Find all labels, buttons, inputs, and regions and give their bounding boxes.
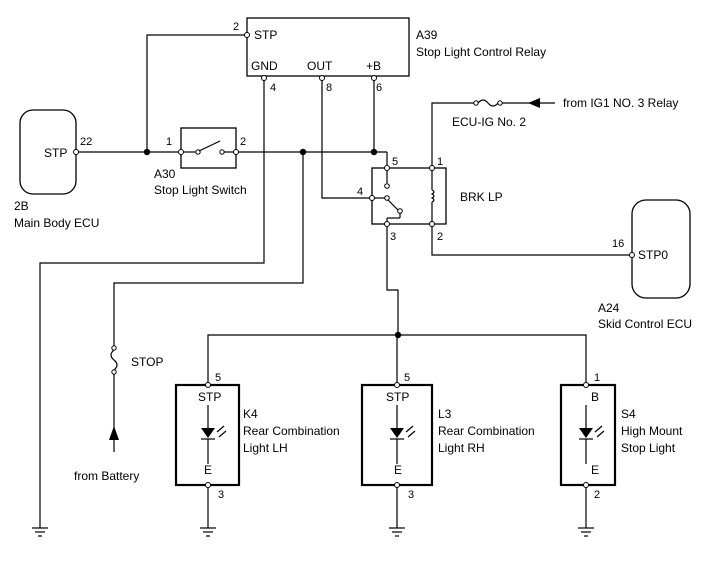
lamp-l3-bottom-pin: 3 xyxy=(408,489,414,501)
ecu-2b-name: Main Body ECU xyxy=(14,216,99,230)
lamp-s4-code: S4 xyxy=(621,407,636,421)
brk-lp-pin1: 1 xyxy=(437,156,443,168)
ecu-2b-pin-label: STP xyxy=(44,146,67,160)
lamp-s4-bottom-label: E xyxy=(591,463,599,477)
ecu-a24-name: Skid Control ECU xyxy=(598,317,692,331)
lamp-k4-bottom-pin: 3 xyxy=(218,489,224,501)
brk-lp-pin2: 2 xyxy=(437,231,443,243)
lamp-k4-bottom-label: E xyxy=(204,463,212,477)
ground-icon-main xyxy=(32,527,48,537)
stop-fuse-label: STOP xyxy=(131,355,163,369)
ground-icon-l3 xyxy=(389,527,405,537)
switch-contact-icon xyxy=(181,140,236,155)
relay-a39-gnd-label: GND xyxy=(251,59,278,73)
relay-a39-plus-b-label: +B xyxy=(366,59,381,73)
ecu-a24-pin-label: STP0 xyxy=(638,248,668,262)
lamp-s4-led-icon xyxy=(579,405,605,464)
lamp-s4-name-line1: High Mount xyxy=(621,424,683,438)
brk-lp-pin5: 5 xyxy=(392,156,398,168)
ecu-2b-code: 2B xyxy=(14,199,29,213)
lamp-l3-code: L3 xyxy=(438,407,452,421)
switch-a30-pin2: 2 xyxy=(240,136,246,148)
ecu-a24-box xyxy=(631,199,691,299)
relay-a39-box xyxy=(246,17,410,77)
relay-a39-stp-pin: 2 xyxy=(233,21,239,33)
lamp-s4-top-label: B xyxy=(591,390,599,404)
wires xyxy=(39,34,630,528)
relay-a39-stp-label: STP xyxy=(254,28,277,42)
brk-lp-box xyxy=(371,167,447,225)
lamp-k4-top-pin: 5 xyxy=(215,372,221,384)
relay-a39-gnd-pin: 4 xyxy=(270,82,276,94)
relay-a39-out-label: OUT xyxy=(307,59,333,73)
ecu-2b-pin-num: 22 xyxy=(80,136,92,148)
lamp-l3-name-line1: Rear Combination xyxy=(438,424,535,438)
relay-a39-out-pin: 8 xyxy=(326,82,332,94)
ig-fuse-label: ECU-IG No. 2 xyxy=(452,115,526,129)
lamp-s4-name-line2: Stop Light xyxy=(621,441,676,455)
lamp-l3-led-icon xyxy=(390,405,416,464)
ecu-a24-code: A24 xyxy=(598,301,620,315)
lamp-l3-top-label: STP xyxy=(386,390,409,404)
lamp-l3-top-pin: 5 xyxy=(404,372,410,384)
ground-icon-s4 xyxy=(578,527,594,537)
lamp-k4-code: K4 xyxy=(243,407,258,421)
ig-fuse-icon xyxy=(473,99,503,107)
brk-lp-label: BRK LP xyxy=(460,190,503,204)
switch-a30-code: A30 xyxy=(154,167,176,181)
switch-a30-pin1: 1 xyxy=(166,136,172,148)
junction-dots xyxy=(143,148,402,339)
ground-icon-k4 xyxy=(200,527,216,537)
terminal-circles xyxy=(73,32,635,488)
ig-supply-arrow-icon xyxy=(502,98,555,108)
ecu-a24-pin-num: 16 xyxy=(612,238,624,250)
lamp-l3-name-line2: Light RH xyxy=(438,441,485,455)
switch-a30-name: Stop Light Switch xyxy=(154,183,247,197)
brk-lp-pin3: 3 xyxy=(390,231,396,243)
lamp-k4-name-line1: Rear Combination xyxy=(243,424,340,438)
lamp-k4-name-line2: Light LH xyxy=(243,441,288,455)
brk-lp-coil-icon xyxy=(430,168,435,224)
lamp-s4-bottom-pin: 2 xyxy=(594,489,600,501)
switch-a30-box xyxy=(180,127,237,169)
relay-a39-code: A39 xyxy=(416,28,438,42)
lamp-l3-bottom-label: E xyxy=(394,463,402,477)
lamp-s4-top-pin: 1 xyxy=(594,372,600,384)
ig-source-label: from IG1 NO. 3 Relay xyxy=(563,96,678,110)
stop-fuse-icon xyxy=(110,345,118,375)
battery-source-label: from Battery xyxy=(74,469,139,483)
relay-a39-name: Stop Light Control Relay xyxy=(416,45,546,59)
lamp-k4-top-label: STP xyxy=(198,390,221,404)
relay-a39-plus-b-pin: 6 xyxy=(376,82,382,94)
brk-lp-contact-icon xyxy=(372,168,403,224)
lamp-k4-led-icon xyxy=(201,405,227,464)
battery-arrow-icon xyxy=(109,374,119,452)
brk-lp-pin4: 4 xyxy=(357,186,363,198)
